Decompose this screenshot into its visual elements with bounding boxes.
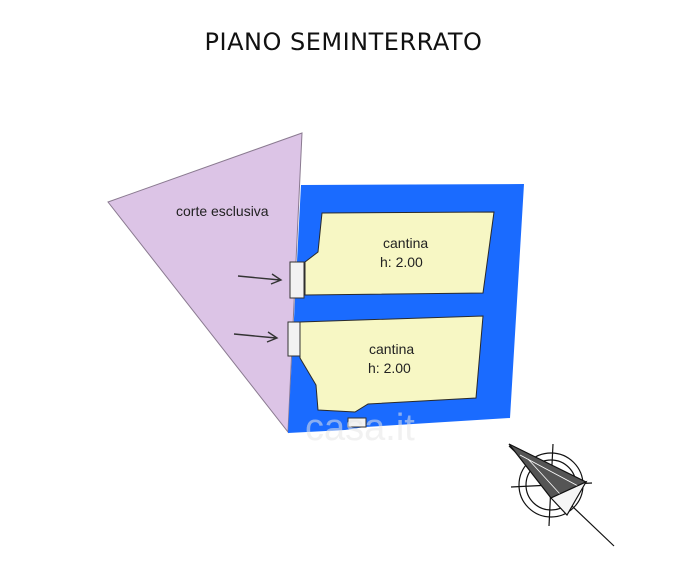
- door-upper: [289, 261, 305, 299]
- compass-rose-icon: [508, 443, 615, 547]
- arrow-right-icon: [237, 273, 283, 285]
- room-lower-name: cantina: [369, 341, 414, 357]
- room-lower: [299, 315, 484, 413]
- page-title: PIANO SEMINTERRATO: [204, 28, 483, 56]
- courtyard-label: corte esclusiva: [176, 203, 269, 219]
- arrow-right-icon: [233, 331, 279, 343]
- room-upper-height: h: 2.00: [380, 254, 423, 270]
- door-lower: [287, 321, 301, 357]
- watermark: casa.it: [305, 407, 415, 449]
- door-bottom: [347, 417, 367, 428]
- room-upper: [304, 211, 495, 296]
- room-lower-height: h: 2.00: [368, 360, 411, 376]
- room-upper-name: cantina: [383, 235, 428, 251]
